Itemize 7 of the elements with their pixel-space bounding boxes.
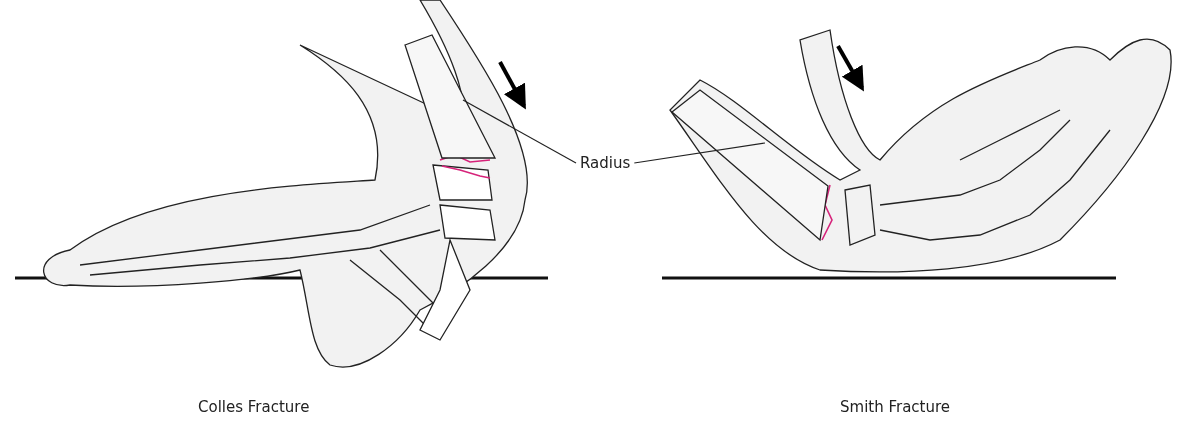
leader-line — [462, 99, 577, 164]
leader-line — [633, 142, 766, 164]
radius-bone — [670, 89, 829, 242]
figure-caption: Smith Fracture — [840, 398, 951, 416]
part-label: Radius — [580, 154, 631, 172]
figure-caption: Colles Fracture — [198, 398, 310, 416]
radius-bone — [404, 34, 497, 159]
